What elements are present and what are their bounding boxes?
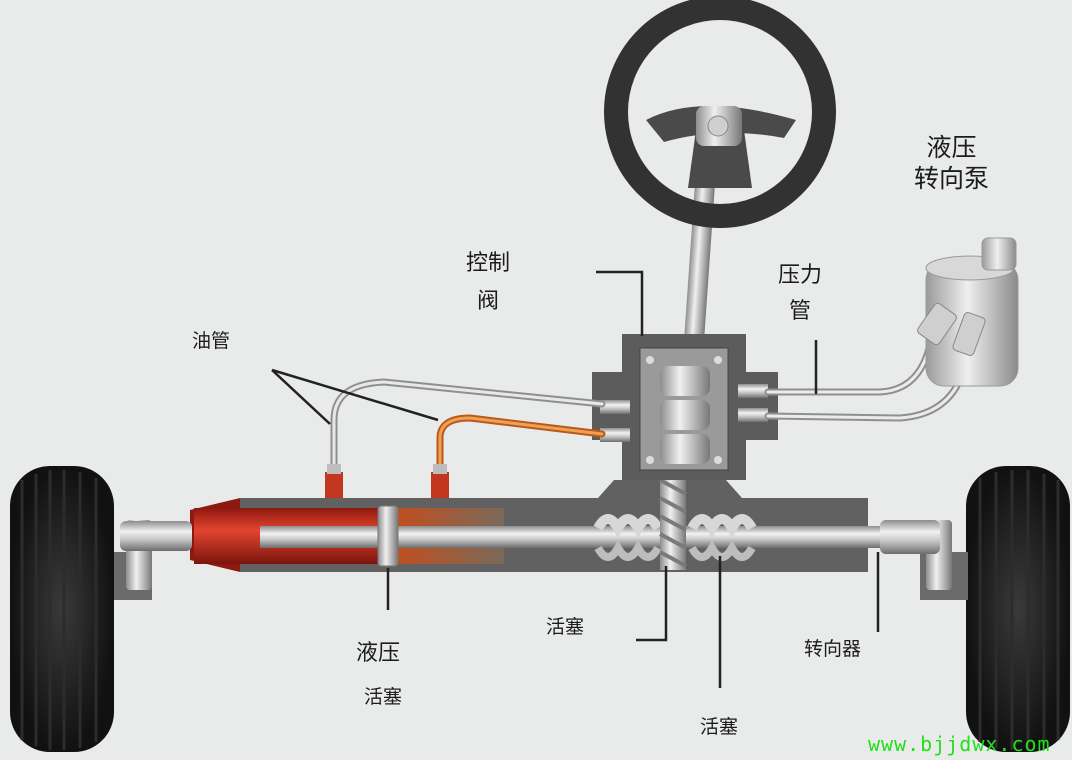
steering-wheel [604, 0, 836, 228]
control-valve [592, 334, 778, 480]
rack-rod [120, 520, 940, 554]
piston-center-label: 活塞 [546, 616, 585, 638]
pressure-pipe-label-line2: 管 [789, 298, 812, 324]
hydraulic-piston-label-line2: 活塞 [364, 686, 403, 708]
watermark: www.bjjdwx.com [868, 732, 1051, 756]
pressure-pipe-label: 压力 管 [778, 262, 822, 325]
pinion-gear [659, 470, 687, 570]
control-valve-label-line1: 控制 [466, 251, 511, 276]
hydraulic-pump [917, 237, 1019, 387]
hydraulic-piston-label-line1: 液压 [356, 641, 401, 666]
pump-label-line1: 液压 [926, 133, 977, 162]
pump-label: 液压 转向泵 [914, 132, 989, 195]
oil-pipe-label: 油管 [192, 330, 231, 352]
steering-gear-label: 转向器 [804, 638, 862, 660]
right-wheel [920, 466, 1070, 752]
steering-column [681, 129, 719, 381]
control-valve-label-line2: 阀 [477, 288, 500, 314]
rack-teeth [593, 514, 757, 561]
pressure-pipe-label-line1: 压力 [778, 263, 823, 288]
pump-label-line2: 转向泵 [914, 164, 990, 194]
hydraulic-piston [377, 505, 399, 567]
piston-bottom-label: 活塞 [700, 716, 739, 738]
leader-lines [271, 270, 880, 688]
left-wheel [10, 466, 152, 752]
control-valve-label: 控制 阀 [466, 250, 510, 315]
